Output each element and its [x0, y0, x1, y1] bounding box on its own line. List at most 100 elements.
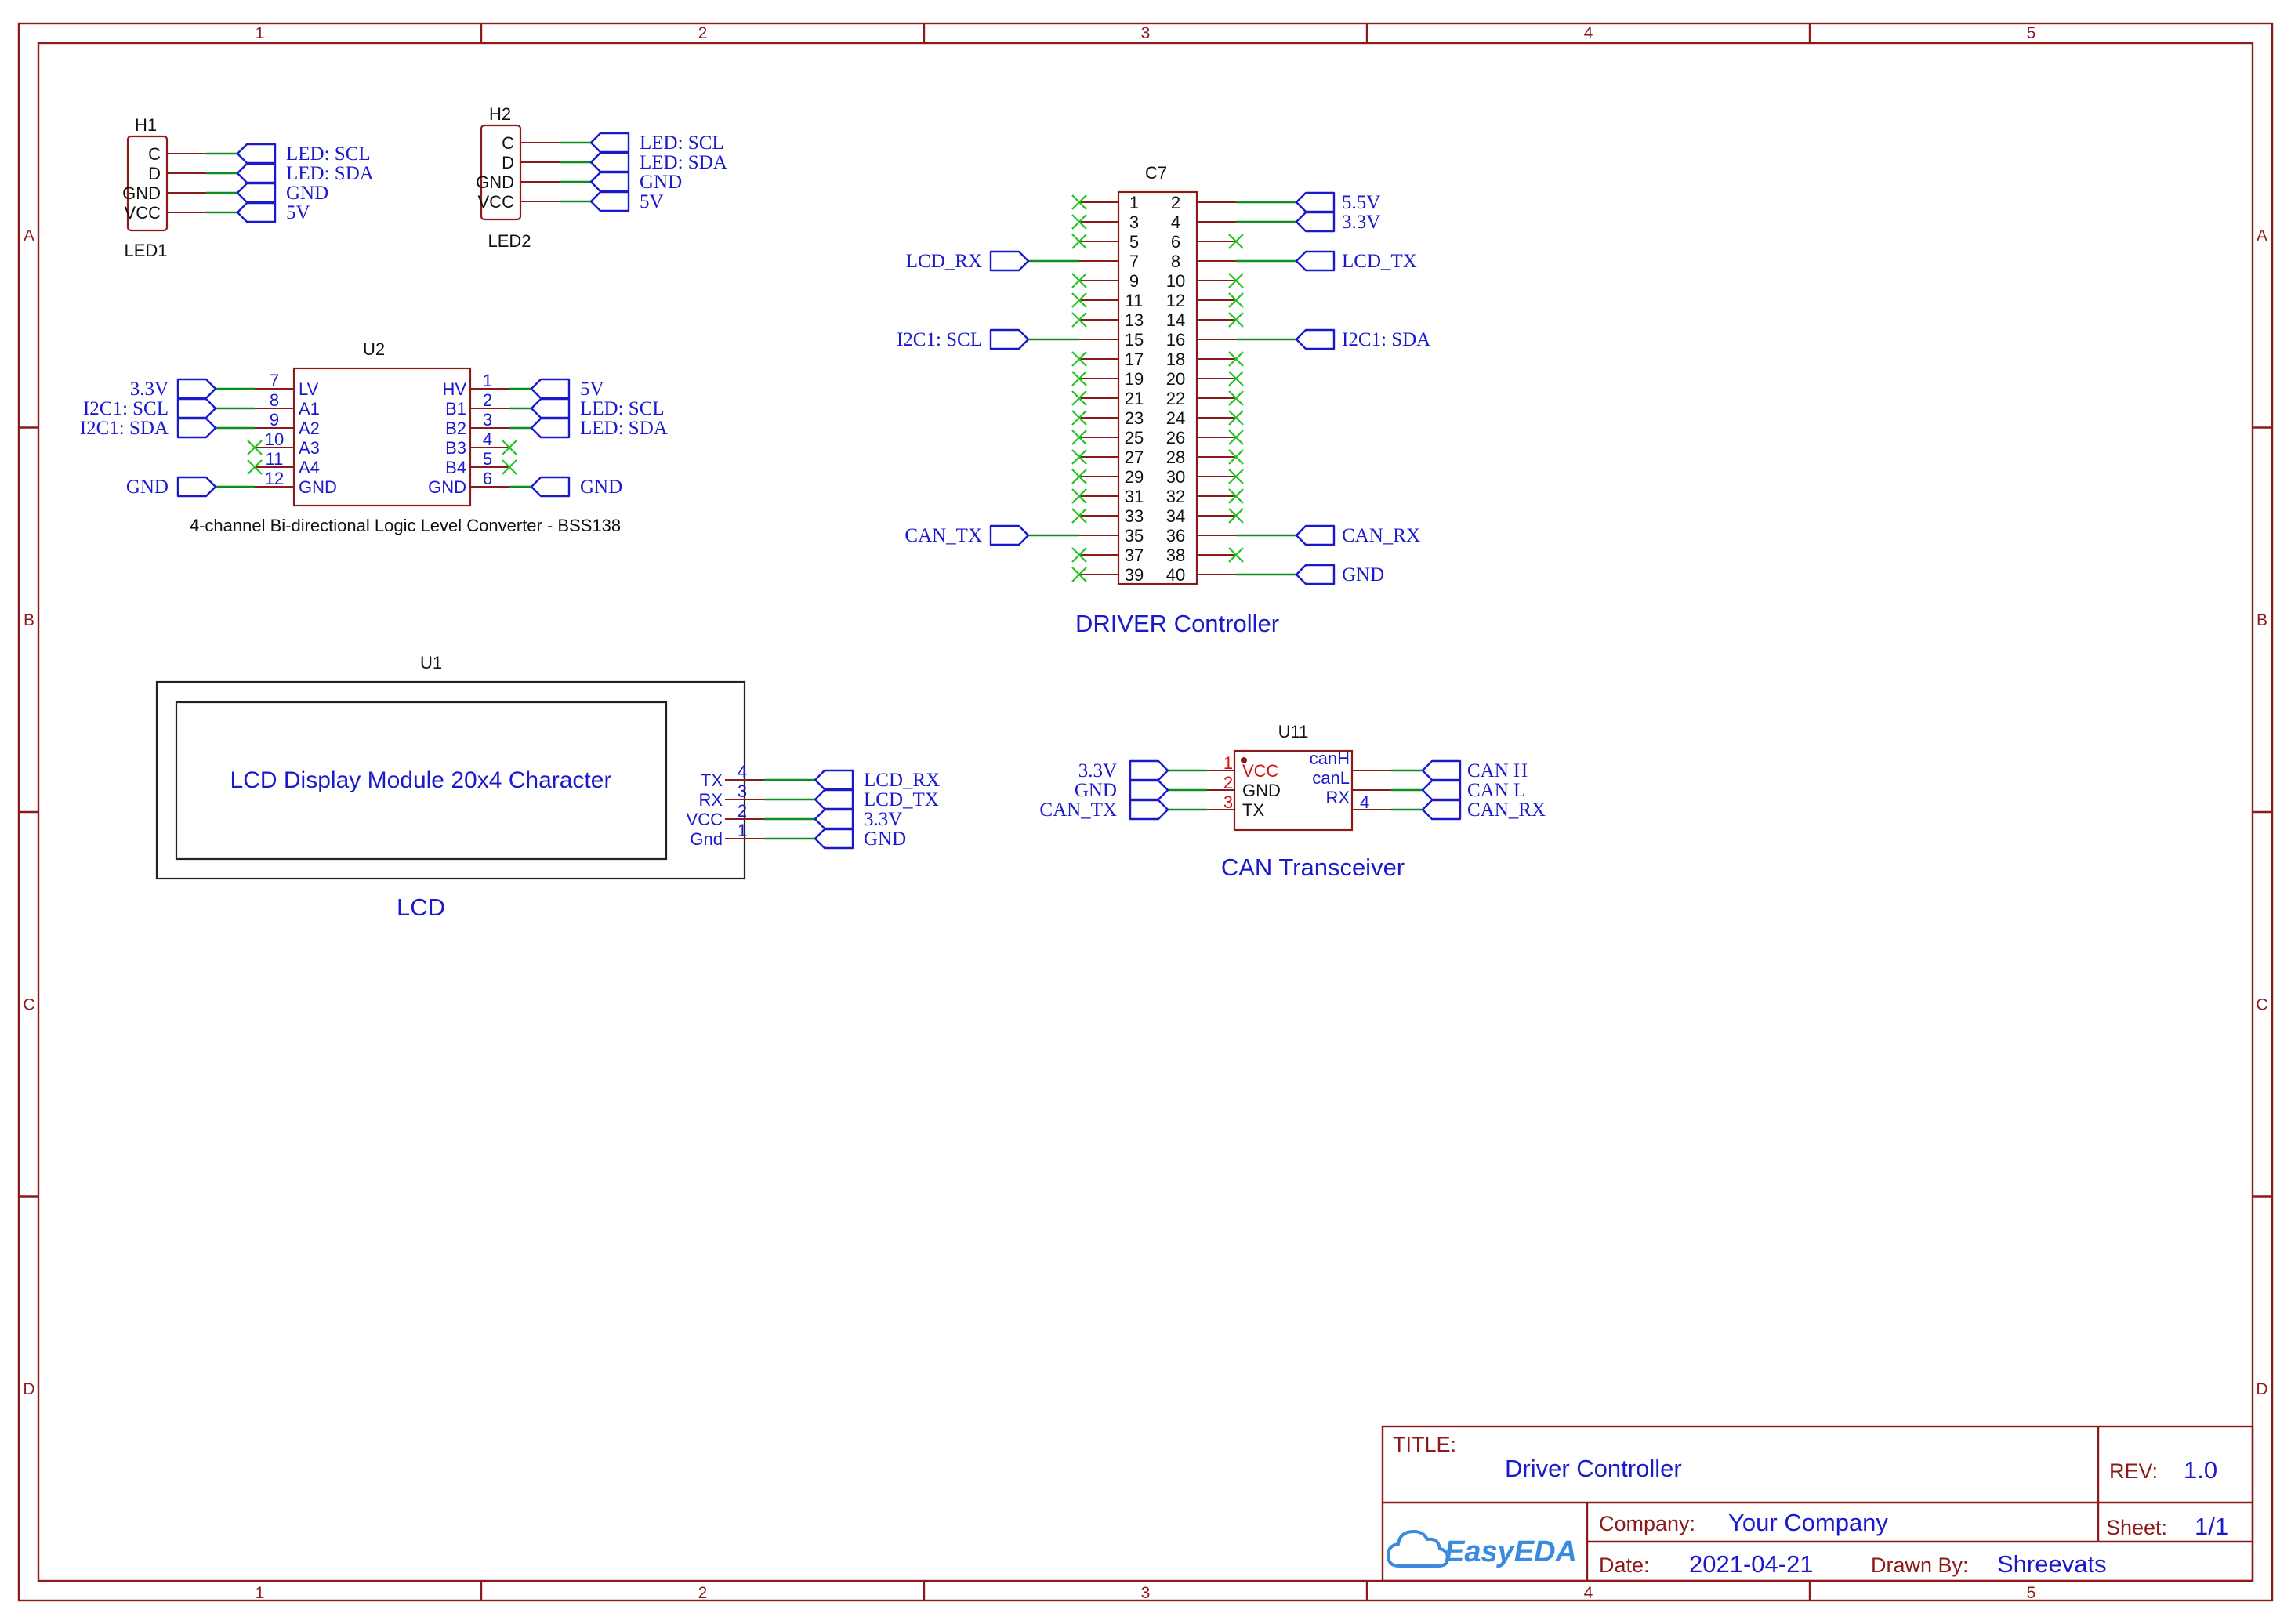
h1-net-label: LED: SCL [286, 143, 371, 165]
drawn-by-value: Shreevats [1997, 1550, 2107, 1578]
u11-pin-number: 1 [1223, 753, 1233, 773]
u2-pin-name: B2 [445, 419, 466, 438]
component-u2[interactable]: U2 4-channel Bi-directional Logic Level … [80, 339, 668, 535]
u2-pin-number: 12 [265, 469, 284, 488]
u1-net-flag [814, 808, 854, 830]
no-connect-icon [1071, 488, 1087, 504]
u11-pin-name: RX [1325, 788, 1350, 807]
no-connect-icon [502, 440, 517, 455]
h1-net-label: 5V [286, 202, 310, 223]
u11-net-flag [1421, 799, 1462, 821]
u2-caption: 4-channel Bi-directional Logic Level Con… [190, 516, 621, 535]
logo-text: EasyEDA [1445, 1535, 1577, 1568]
no-connect-icon [1071, 292, 1087, 308]
u11-net-label: 3.3V [1078, 760, 1117, 781]
u2-pin-number: 4 [483, 430, 492, 449]
drawn-by-label: Drawn By: [1871, 1553, 1969, 1577]
h2-designator: H2 [489, 104, 511, 124]
c7-net-flag [989, 524, 1030, 546]
c7-pin-number-right: 6 [1171, 232, 1180, 252]
c7-pin-number-right: 38 [1166, 546, 1185, 565]
u11-caption: CAN Transceiver [1221, 854, 1405, 881]
u11-pin-number: 3 [1223, 792, 1233, 812]
u2-net-flag [176, 476, 217, 498]
c7-pin-number-right: 24 [1166, 408, 1185, 428]
c7-pin-number-left: 23 [1125, 408, 1144, 428]
zone-col-bottom: 5 [2027, 1584, 2036, 1602]
h2-net-label: 5V [640, 191, 664, 212]
zone-col-top: 1 [256, 24, 265, 42]
c7-pin-number-right: 14 [1166, 310, 1185, 330]
title-block-frame [1381, 1425, 2254, 1582]
h1-net-flag [236, 162, 277, 184]
u2-pin-name: GND [299, 477, 337, 497]
u2-pin-name: A1 [299, 399, 320, 419]
u11-pin1-dot [1241, 757, 1247, 763]
h2-pin-name: VCC [478, 192, 515, 212]
outer-frame [17, 22, 2274, 1602]
c7-pin-number-left: 31 [1125, 487, 1144, 506]
zone-col-bottom: 1 [256, 1584, 265, 1602]
no-connect-icon [1228, 410, 1244, 426]
zone-col-top: 5 [2027, 24, 2036, 42]
c7-net-flag [1295, 564, 1336, 585]
h1-pin-name: D [148, 164, 161, 183]
no-connect-icon [1071, 430, 1087, 445]
u2-pin-number: 11 [266, 449, 284, 469]
no-connect-icon [1228, 430, 1244, 445]
u1-pin-number: 1 [738, 821, 747, 840]
h1-pin-name: VCC [125, 203, 161, 223]
u1-pin-number: 3 [738, 781, 747, 801]
c7-pin-number-right: 20 [1166, 369, 1185, 389]
title-block: TITLE: Driver Controller REV: 1.0 Compan… [1381, 1425, 2254, 1582]
u2-net-flag [530, 476, 571, 498]
u11-net-flag [1129, 759, 1169, 781]
u2-net-flag [176, 378, 217, 400]
u1-pin-number: 4 [738, 762, 747, 781]
c7-pin-number-left: 1 [1129, 193, 1139, 212]
c7-pin-number-right: 16 [1166, 330, 1185, 350]
u1-screen [175, 701, 668, 861]
c7-pin-number-left: 29 [1125, 467, 1144, 487]
component-u1[interactable]: U1 LCD Display Module 20x4 Character LCD… [155, 653, 940, 921]
c7-pin-number-right: 2 [1171, 193, 1180, 212]
no-connect-icon [1228, 371, 1244, 386]
u11-pin-name: VCC [1242, 761, 1279, 781]
c7-pin-number-left: 27 [1125, 448, 1144, 467]
c7-net-label: 5.5V [1342, 192, 1380, 213]
u11-designator: U11 [1278, 722, 1309, 741]
c7-designator: C7 [1145, 163, 1167, 183]
h2-footprint: LED2 [488, 231, 531, 251]
u2-net-label: 5V [580, 379, 604, 400]
c7-pin-number-left: 35 [1125, 526, 1144, 546]
c7-pin-number-left: 9 [1129, 271, 1139, 291]
c7-pin-number-left: 25 [1125, 428, 1144, 448]
u1-net-label: 3.3V [864, 809, 902, 830]
c7-pin-number-right: 34 [1166, 506, 1185, 526]
c7-pin-number-right: 10 [1166, 271, 1185, 291]
h1-net-flag [236, 143, 277, 165]
c7-pin-number-left: 33 [1125, 506, 1144, 526]
u1-net-flag [814, 788, 854, 810]
u11-pin-name: TX [1242, 800, 1264, 820]
no-connect-icon [1228, 273, 1244, 288]
c7-pin-number-right: 36 [1166, 526, 1185, 546]
title-label: TITLE: [1393, 1433, 1456, 1456]
c7-pin-number-right: 40 [1166, 565, 1185, 585]
c7-pin-number-right: 22 [1166, 389, 1185, 408]
u11-net-label: CAN_RX [1467, 799, 1546, 821]
c7-net-label: CAN_TX [904, 525, 982, 546]
no-connect-icon [1071, 449, 1087, 465]
zone-row-right: A [2257, 227, 2267, 245]
easyeda-logo: EasyEDA [1386, 1529, 1577, 1568]
u2-pin-number: 7 [270, 371, 279, 390]
u1-net-flag [814, 828, 854, 850]
u2-net-label: LED: SDA [580, 418, 668, 439]
no-connect-icon [1071, 234, 1087, 249]
no-connect-icon [1228, 390, 1244, 406]
